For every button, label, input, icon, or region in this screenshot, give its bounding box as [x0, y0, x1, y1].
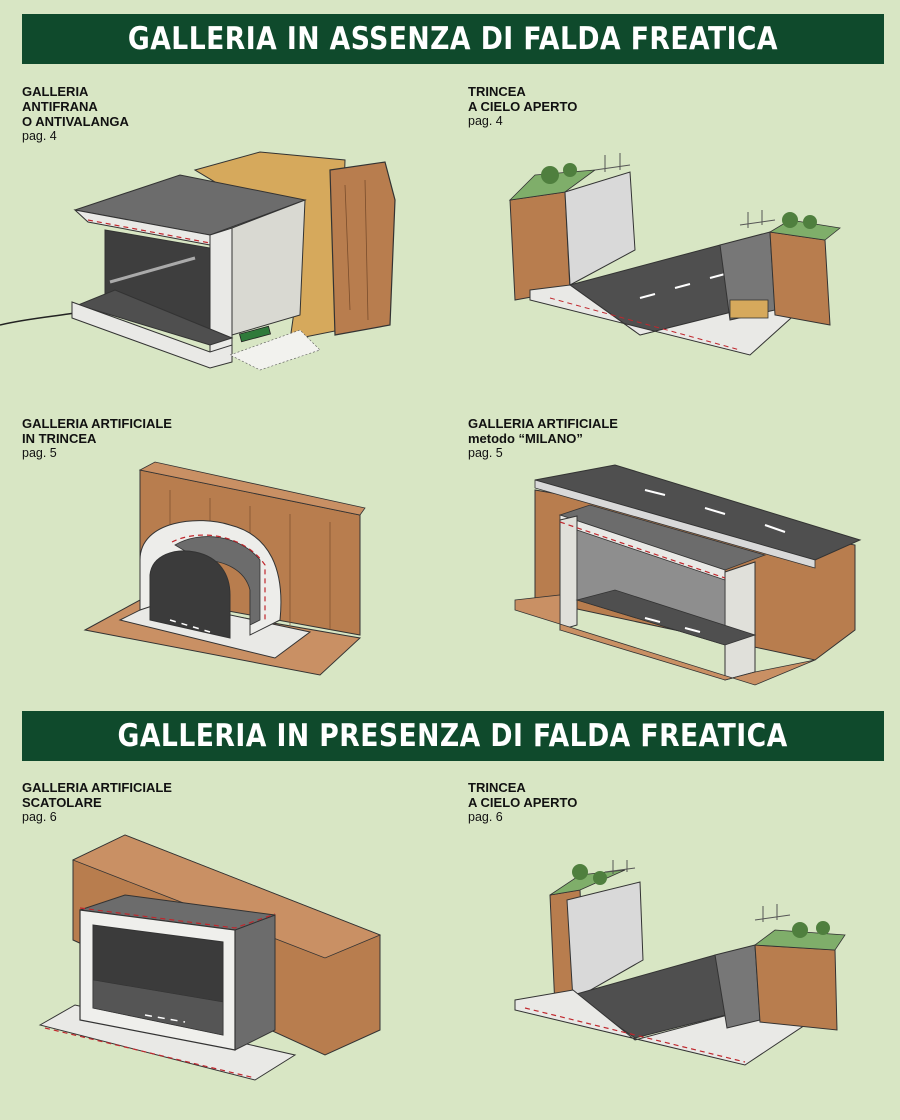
caption-page: pag. 5: [22, 446, 57, 460]
caption-page: pag. 4: [468, 114, 503, 128]
road-top-edge: [534, 479, 816, 569]
banner-absence-water-table: GALLERIA IN ASSENZA DI FALDA FREATICA: [22, 14, 884, 64]
caption-page: pag. 6: [22, 810, 57, 824]
soil-right: [769, 231, 831, 326]
soil-right: [754, 944, 838, 1031]
caption-page: pag. 5: [468, 446, 503, 460]
caption-line: metodo “MILANO”: [468, 431, 583, 446]
caption-line: A CIELO APERTO: [468, 99, 578, 114]
base-slab: [71, 301, 233, 369]
soil-left: [509, 191, 571, 301]
diaphragm-right: [724, 561, 756, 681]
wall-left: [566, 881, 644, 1001]
illustration-open-cut-trench-water-table: [514, 860, 846, 1066]
caption-line: SCATOLARE: [22, 795, 102, 810]
caption-line: TRINCEA: [468, 780, 526, 795]
banner-title: GALLERIA IN ASSENZA DI FALDA FREATICA: [127, 21, 779, 57]
caption-panel-1: GALLERIA ANTIFRANA O ANTIVALANGA pag. 4: [22, 84, 322, 144]
caption-line: TRINCEA: [468, 84, 526, 99]
caption-panel-3: GALLERIA ARTIFICIALE IN TRINCEA pag. 5: [22, 416, 322, 461]
wall-left: [564, 171, 636, 286]
caption-line: GALLERIA ARTIFICIALE: [22, 780, 172, 795]
road-surface: [575, 589, 757, 646]
caption-line: GALLERIA: [22, 84, 89, 99]
caption-line: GALLERIA ARTIFICIALE: [22, 416, 172, 431]
illustration-open-cut-trench: [508, 153, 841, 356]
caption-page: pag. 6: [468, 810, 503, 824]
road-surface: [76, 289, 234, 346]
membrane: [174, 536, 261, 626]
caption-line: ANTIFRANA: [22, 99, 98, 114]
illustration-rockfall-gallery: [0, 151, 396, 371]
caption-line: O ANTIVALANGA: [22, 114, 129, 129]
ground-line: [0, 311, 81, 326]
tunnel-interior: [149, 550, 231, 639]
illustration-cut-and-cover-tunnel: [83, 461, 366, 676]
rock-block: [329, 161, 396, 336]
diaphragm-left: [559, 515, 578, 631]
illustration-box-tunnel: [38, 834, 382, 1081]
caption-panel-2: TRINCEA A CIELO APERTO pag. 4: [468, 84, 768, 129]
ground-base: [514, 594, 816, 686]
caption-panel-6: TRINCEA A CIELO APERTO pag. 6: [468, 780, 768, 825]
road-surface: [92, 979, 224, 1036]
banner-title: GALLERIA IN PRESENZA DI FALDA FREATICA: [117, 718, 789, 754]
back-wall: [231, 199, 306, 336]
soil-top: [138, 461, 366, 516]
grass-right: [753, 929, 846, 951]
illustration-milan-method-tunnel: [514, 464, 862, 686]
caption-panel-4: GALLERIA ARTIFICIALE metodo “MILANO” pag…: [468, 416, 768, 461]
caption-line: GALLERIA ARTIFICIALE: [468, 416, 618, 431]
banner-presence-water-table: GALLERIA IN PRESENZA DI FALDA FREATICA: [22, 711, 884, 761]
caption-line: A CIELO APERTO: [468, 795, 578, 810]
caption-line: IN TRINCEA: [22, 431, 97, 446]
caption-panel-5: GALLERIA ARTIFICIALE SCATOLARE pag. 6: [22, 780, 322, 825]
box-side: [234, 914, 276, 1051]
caption-page: pag. 4: [22, 129, 57, 143]
